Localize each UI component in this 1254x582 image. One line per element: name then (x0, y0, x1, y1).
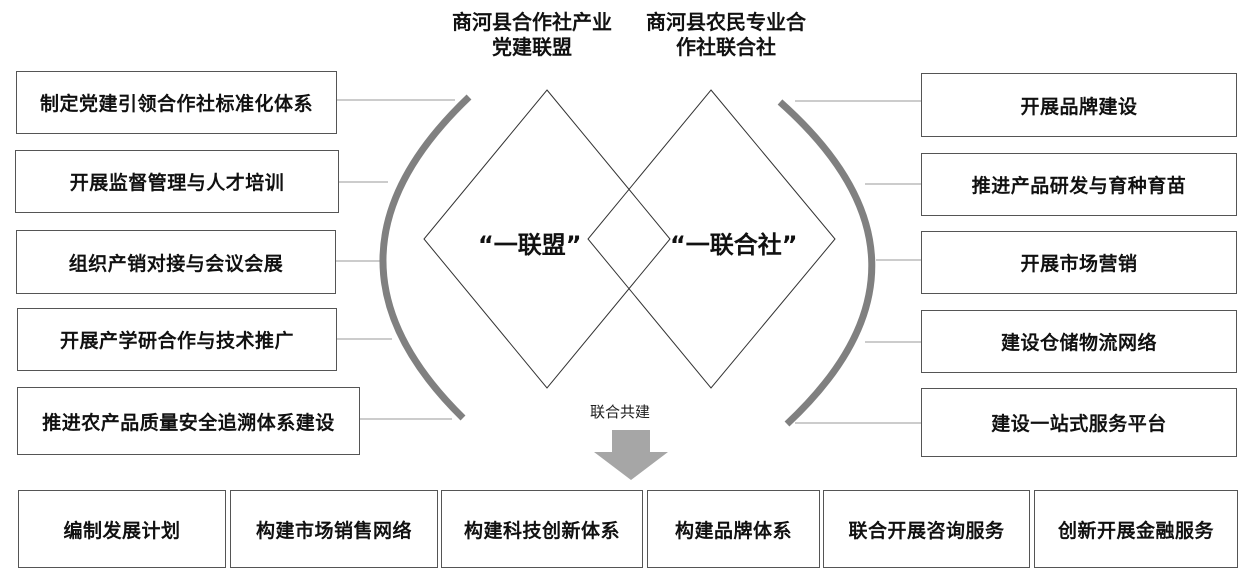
left-item-2-label: 开展监督管理与人才培训 (69, 172, 285, 194)
left-item-3-label: 组织产销对接与会议会展 (68, 252, 284, 275)
right-item-1: 开展品牌建设 (921, 73, 1237, 137)
left-item-1: 制定党建引领合作社标准化体系 (16, 71, 337, 134)
right-item-3: 开展市场营销 (921, 231, 1237, 294)
title-right-line-1: 商河县农民专业合 (646, 10, 806, 34)
left-bracket-arc (379, 94, 472, 421)
title-left: 商河县合作社产业 党建联盟 (432, 10, 632, 60)
bottom-item-3: 构建科技创新体系 (441, 490, 643, 568)
title-left-line-2: 党建联盟 (492, 35, 572, 59)
title-left-line-1: 商河县合作社产业 (452, 10, 612, 34)
bottom-item-2: 构建市场销售网络 (230, 490, 438, 568)
bottom-item-6-label: 创新开展金融服务 (1057, 519, 1214, 542)
right-item-4-label: 建设仓储物流网络 (1000, 332, 1157, 354)
bottom-item-1-label: 编制发展计划 (63, 519, 181, 542)
bottom-item-4-label: 构建品牌体系 (674, 519, 792, 542)
arrow-label: 联合共建 (590, 403, 651, 421)
right-item-1-label: 开展品牌建设 (1020, 95, 1138, 118)
title-right-line-2: 作社联合社 (676, 35, 776, 59)
bottom-item-5: 联合开展咨询服务 (823, 490, 1030, 568)
right-item-2-label: 推进产品研发与育种育苗 (971, 175, 1187, 197)
bottom-item-2-label: 构建市场销售网络 (255, 519, 412, 542)
bottom-item-3-label: 构建科技创新体系 (463, 519, 620, 542)
center-label-alliance: “一联盟” (478, 231, 582, 259)
bottom-item-1: 编制发展计划 (18, 490, 226, 568)
left-item-3: 组织产销对接与会议会展 (16, 230, 336, 294)
center-label-union: “一联合社” (670, 231, 798, 259)
right-item-3-label: 开展市场营销 (1020, 253, 1138, 275)
bottom-item-6: 创新开展金融服务 (1034, 490, 1238, 568)
left-item-5-label: 推进农产品质量安全追溯体系建设 (42, 411, 335, 434)
right-item-2: 推进产品研发与育种育苗 (921, 153, 1237, 216)
right-item-4: 建设仓储物流网络 (921, 310, 1237, 373)
right-diamond (587, 89, 836, 389)
left-item-1-label: 制定党建引领合作社标准化体系 (39, 93, 313, 115)
right-item-5: 建设一站式服务平台 (921, 388, 1237, 457)
right-bracket-arc (777, 99, 876, 427)
left-item-4: 开展产学研合作与技术推广 (17, 308, 337, 371)
right-item-5-label: 建设一站式服务平台 (991, 413, 1167, 435)
down-arrow (594, 430, 668, 480)
left-item-4-label: 开展产学研合作与技术推广 (59, 330, 294, 352)
bottom-item-5-label: 联合开展咨询服务 (848, 519, 1005, 542)
left-item-5: 推进农产品质量安全追溯体系建设 (17, 387, 360, 455)
left-item-2: 开展监督管理与人才培训 (15, 150, 339, 213)
title-right: 商河县农民专业合 作社联合社 (626, 10, 826, 60)
bottom-item-4: 构建品牌体系 (647, 490, 820, 568)
